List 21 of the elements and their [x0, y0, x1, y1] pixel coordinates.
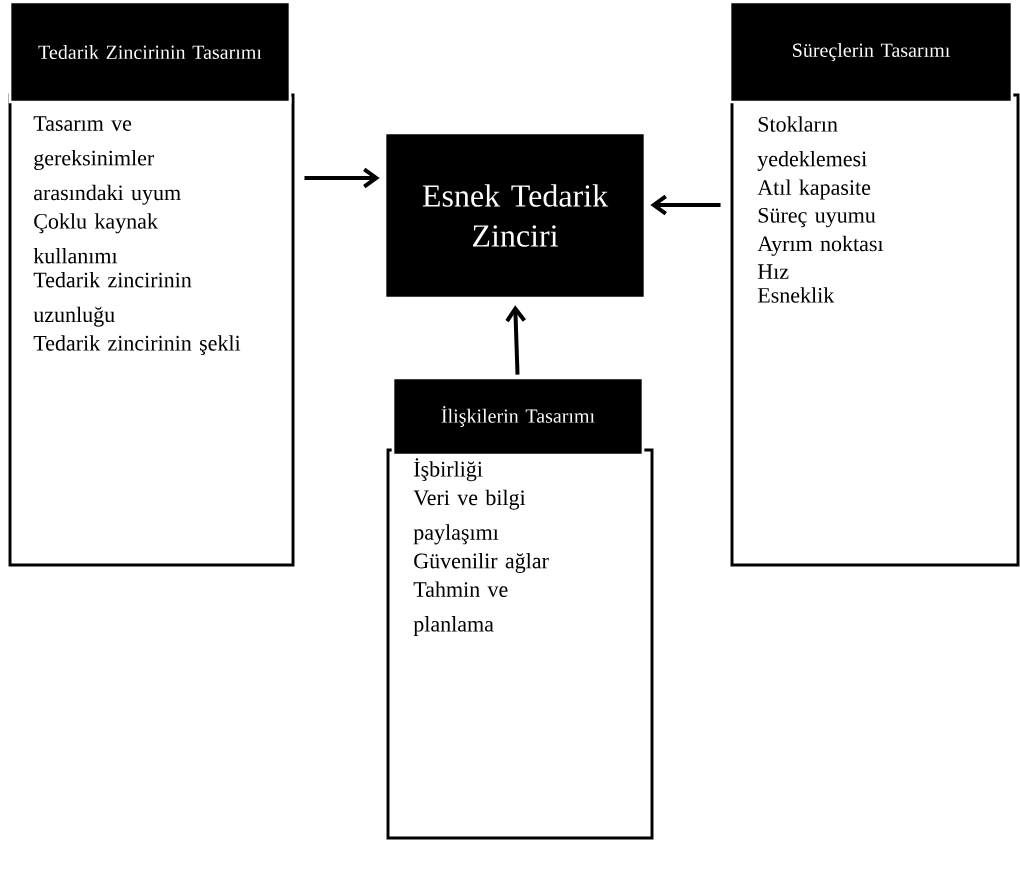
list-item: Güvenilir ağlar [414, 552, 549, 573]
header-box: İlişkilerin Tasarımı [391, 376, 645, 457]
list-item: Atıl kapasite [757, 179, 871, 200]
list-item: Tasarım ve gereksinimler arasındaki uyum [33, 116, 181, 205]
arrow [650, 194, 721, 216]
header-box: Tedarik Zincirinin Tasarımı [8, 0, 292, 104]
arrow [505, 305, 526, 375]
title-box: Esnek Tedarik Zinciri [383, 131, 647, 300]
list-item: Süreç uyumu [758, 207, 876, 228]
list-item: Esneklik [757, 287, 835, 303]
list-item: Ayrım noktası [757, 235, 884, 256]
list-item: İşbirliği [414, 458, 483, 482]
list-item: Tahmin ve planlama [413, 581, 508, 637]
list-item: Tedarik zincirinin uzunluğu [33, 271, 192, 327]
list-item: Stokların yedeklemesi [757, 116, 867, 171]
list-item: Veri ve bilgi paylaşımı [413, 489, 526, 545]
header-box: Süreçlerin Tasarımı [728, 0, 1014, 104]
arrow [304, 167, 380, 189]
list-item: Tedarik zincirinin şekli [33, 335, 241, 356]
list-item: Hız [757, 264, 789, 279]
list-item: Çoklu kaynak kullanımı [33, 213, 158, 264]
